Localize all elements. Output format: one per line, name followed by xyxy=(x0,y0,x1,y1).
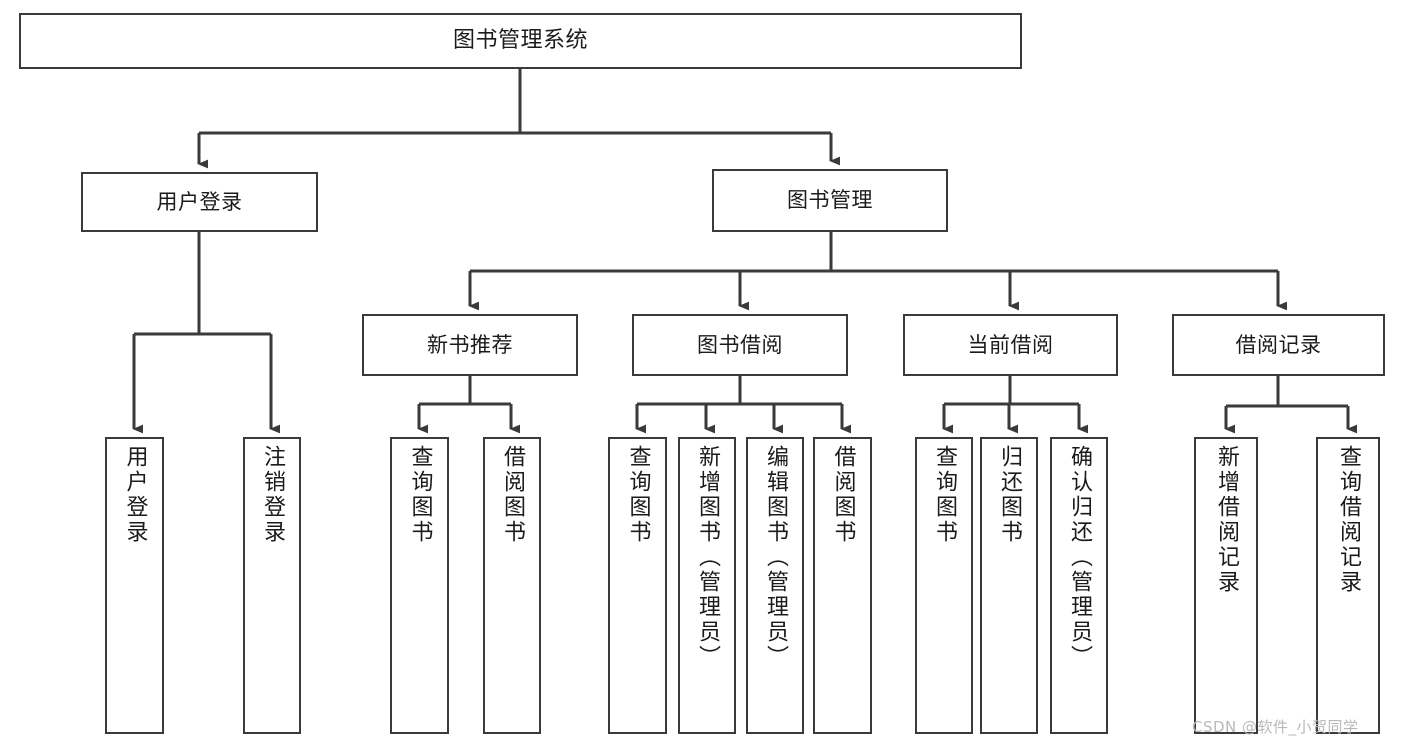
leaf-query-book-current[interactable]: 查询图书 xyxy=(915,437,973,734)
node-new-book-recommendation-label: 新书推荐 xyxy=(427,332,513,357)
node-book-manage[interactable]: 图书管理 xyxy=(712,169,948,232)
node-root-label: 图书管理系统 xyxy=(452,28,588,54)
leaf-user-login[interactable]: 用户登录 xyxy=(105,437,164,734)
node-book-borrow[interactable]: 图书借阅 xyxy=(632,314,848,376)
leaf-query-borrow-record[interactable]: 查询借阅记录 xyxy=(1316,437,1380,734)
leaf-query-book-recommendation[interactable]: 查询图书 xyxy=(390,437,449,734)
leaf-return-book[interactable]: 归还图书 xyxy=(980,437,1038,734)
node-new-book-recommendation[interactable]: 新书推荐 xyxy=(362,314,578,376)
node-user-login-label: 用户登录 xyxy=(156,189,243,214)
node-current-borrow[interactable]: 当前借阅 xyxy=(903,314,1118,376)
leaf-query-book-borrow-label: 查询图书 xyxy=(625,445,651,545)
leaf-edit-book-label: 编辑图书（管理员） xyxy=(763,445,788,670)
node-borrow-record[interactable]: 借阅记录 xyxy=(1172,314,1385,376)
node-borrow-record-label: 借阅记录 xyxy=(1235,332,1322,357)
leaf-return-book-label: 归还图书 xyxy=(997,445,1022,545)
leaf-add-borrow-record[interactable]: 新增借阅记录 xyxy=(1194,437,1258,734)
leaf-add-book[interactable]: 新增图书（管理员） xyxy=(678,437,736,734)
leaf-query-book-recommendation-label: 查询图书 xyxy=(407,445,433,545)
leaf-borrow-book-recommendation-label: 借阅图书 xyxy=(500,445,525,545)
leaf-query-book-current-label: 查询图书 xyxy=(932,445,957,545)
leaf-logout-label: 注销登录 xyxy=(260,445,285,545)
leaf-user-login-label: 用户登录 xyxy=(122,445,148,545)
leaf-edit-book[interactable]: 编辑图书（管理员） xyxy=(746,437,804,734)
node-book-manage-label: 图书管理 xyxy=(787,188,873,213)
leaf-query-book-borrow[interactable]: 查询图书 xyxy=(608,437,667,734)
leaf-query-borrow-record-label: 查询借阅记录 xyxy=(1336,445,1361,595)
leaf-confirm-return[interactable]: 确认归还（管理员） xyxy=(1050,437,1108,734)
leaf-confirm-return-label: 确认归还（管理员） xyxy=(1067,445,1092,670)
leaf-borrow-book[interactable]: 借阅图书 xyxy=(813,437,872,734)
node-root[interactable]: 图书管理系统 xyxy=(19,13,1022,69)
node-book-borrow-label: 图书借阅 xyxy=(697,332,783,357)
node-current-borrow-label: 当前借阅 xyxy=(967,332,1054,357)
leaf-borrow-book-label: 借阅图书 xyxy=(830,445,856,545)
csdn-watermark: CSDN @软件_小贺同学 xyxy=(1192,718,1359,736)
node-user-login[interactable]: 用户登录 xyxy=(81,172,318,232)
leaf-borrow-book-recommendation[interactable]: 借阅图书 xyxy=(483,437,541,734)
leaf-add-book-label: 新增图书（管理员） xyxy=(695,445,720,670)
leaf-add-borrow-record-label: 新增借阅记录 xyxy=(1214,445,1239,595)
leaf-logout[interactable]: 注销登录 xyxy=(243,437,301,734)
